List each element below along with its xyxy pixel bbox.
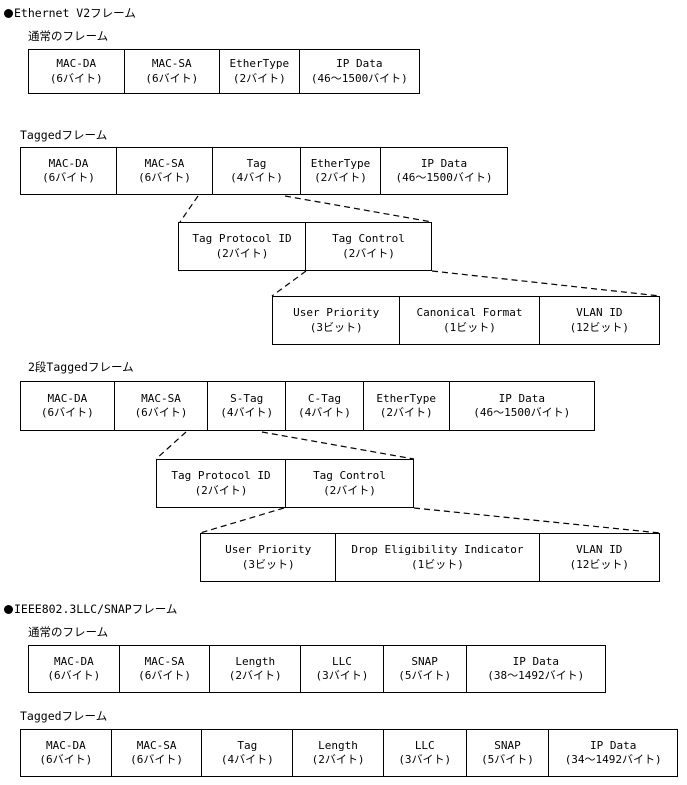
- frame-ethernet-v2-normal: MAC-DA (6バイト) MAC-SA (6バイト) EtherType (2…: [28, 49, 420, 94]
- frame-field: C-Tag (4バイト): [286, 382, 364, 430]
- frame-ieee802-3-normal: MAC-DA (6バイト) MAC-SA (6バイト) Length (2バイト…: [28, 645, 606, 693]
- frame-field: IP Data (46〜1500バイト): [310, 57, 408, 85]
- frame-field: SNAP (5バイト): [467, 730, 550, 776]
- frame-field: SNAP (5バイト): [384, 646, 467, 692]
- subheading-ethernet-v2-double-tagged: 2段Taggedフレーム: [28, 360, 134, 374]
- frame-field: LLC (3バイト): [384, 730, 467, 776]
- frame-field: Tag (4バイト): [202, 730, 294, 776]
- subheading-ieee802-3-tagged: Taggedフレーム: [20, 709, 108, 723]
- frame-ethernet-v2-double-tagged: MAC-DA (6バイト) MAC-SA (6バイト) S-Tag (4バイト)…: [20, 381, 595, 431]
- frame-field: User Priority (3ビット): [273, 297, 401, 344]
- subheading-ethernet-v2-tagged: Taggedフレーム: [20, 128, 108, 142]
- frame-field: MAC-DA (6バイト): [29, 50, 125, 93]
- frame-field: MAC-DA (6バイト): [21, 730, 112, 776]
- frame-field: EtherType (2バイト): [220, 50, 300, 93]
- frame-field: LLC (3バイト): [301, 646, 384, 692]
- section-heading-ethernet-v2: Ethernet V2フレーム: [4, 6, 136, 20]
- frame-tag-control-expansion-v2: User Priority (3ビット) Canonical Format (1…: [272, 296, 660, 345]
- frame-field: Tag Protocol ID (2バイト): [179, 223, 306, 270]
- frame-field: MAC-DA (6バイト): [21, 382, 115, 430]
- frame-field: Tag (4バイト): [213, 148, 301, 194]
- frame-ieee802-3-tagged: MAC-DA (6バイト) MAC-SA (6バイト) Tag (4バイト) L…: [20, 729, 678, 777]
- subheading-ieee802-3-normal: 通常のフレーム: [28, 625, 109, 639]
- frame-field: MAC-SA (6バイト): [120, 646, 211, 692]
- frame-field: EtherType (2バイト): [301, 148, 381, 194]
- frame-field: IP Data (38〜1492バイト): [487, 654, 585, 683]
- frame-field: MAC-SA (6バイト): [117, 148, 213, 194]
- frame-field: VLAN ID (12ビット): [569, 543, 630, 571]
- bullet-icon: [4, 605, 13, 614]
- frame-field: EtherType (2バイト): [364, 382, 450, 430]
- frame-tag-control-expansion-double: User Priority (3ビット) Drop Eligibility In…: [200, 533, 660, 582]
- frame-field: MAC-SA (6バイト): [112, 730, 203, 776]
- frame-field: VLAN ID (12ビット): [569, 306, 630, 334]
- frame-ethernet-v2-tagged: MAC-DA (6バイト) MAC-SA (6バイト) Tag (4バイト) E…: [20, 147, 508, 195]
- frame-field: IP Data (46〜1500バイト): [473, 391, 571, 420]
- frame-field: Length (2バイト): [210, 646, 302, 692]
- frame-field: Tag Control (2バイト): [332, 232, 405, 260]
- bullet-icon: [4, 9, 13, 18]
- frame-field: IP Data (46〜1500バイト): [395, 156, 493, 185]
- frame-field: MAC-SA (6バイト): [125, 50, 221, 93]
- section-heading-ieee802-3: IEEE802.3LLC/SNAPフレーム: [4, 602, 177, 616]
- subheading-ethernet-v2-normal: 通常のフレーム: [28, 29, 109, 43]
- frame-field: IP Data (34〜1492バイト): [564, 738, 662, 767]
- frame-field: User Priority (3ビット): [201, 534, 337, 581]
- frame-field: MAC-DA (6バイト): [21, 148, 117, 194]
- frame-field: MAC-DA (6バイト): [29, 646, 120, 692]
- frame-field: Tag Protocol ID (2バイト): [157, 460, 286, 507]
- frame-tag-expansion-double: Tag Protocol ID (2バイト) Tag Control (2バイト…: [156, 459, 414, 508]
- frame-field: Length (2バイト): [293, 730, 384, 776]
- frame-tag-expansion-v2: Tag Protocol ID (2バイト) Tag Control (2バイト…: [178, 222, 432, 271]
- frame-field: Tag Control (2バイト): [313, 469, 386, 497]
- frame-field: MAC-SA (6バイト): [115, 382, 209, 430]
- frame-field: Drop Eligibility Indicator (1ビット): [336, 534, 540, 581]
- frame-field: Canonical Format (1ビット): [400, 297, 540, 344]
- frame-field: S-Tag (4バイト): [208, 382, 287, 430]
